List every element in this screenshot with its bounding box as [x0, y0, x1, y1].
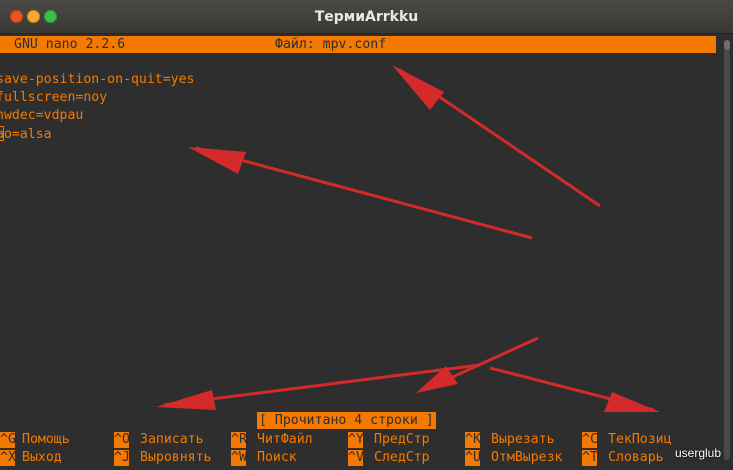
minimize-button[interactable]: [27, 10, 40, 23]
shortcut-label: ТекПозиц: [608, 432, 672, 447]
scrollbar-thumb[interactable]: [724, 40, 730, 50]
shortcut-label: СледСтр: [374, 450, 430, 465]
maximize-button[interactable]: [44, 10, 57, 23]
shortcut-key: ^K: [465, 432, 480, 448]
status-message: [ Прочитано 4 строки ]: [257, 412, 436, 429]
shortcut-label: ПредСтр: [374, 432, 430, 447]
shortcut-label: Выровнять: [140, 450, 212, 465]
terminal-area[interactable]: GNU nano 2.2.6 Файл: mpv.conf save-posit…: [0, 34, 733, 470]
shortcut-label: Вырезать: [491, 432, 555, 447]
shortcut-label: ОтмВырезк: [491, 450, 563, 465]
window-title: ТермиArrkku: [314, 9, 419, 25]
editor-line-text: ao=alsa: [0, 127, 52, 142]
shortcut-key: ^G: [0, 432, 15, 448]
shortcut-label: Поиск: [257, 450, 297, 465]
watermark: userglub: [674, 446, 721, 460]
shortcut-label: Словарь: [608, 450, 664, 465]
close-button[interactable]: [10, 10, 23, 23]
shortcut-key: ^Y: [348, 432, 363, 448]
nano-version: GNU nano 2.2.6: [14, 37, 126, 52]
editor-line[interactable]: fullscreen=noy: [0, 90, 108, 105]
title-bar[interactable]: ТермиArrkku: [0, 0, 733, 34]
shortcut-key: ^J: [114, 450, 129, 466]
shortcut-label: Записать: [140, 432, 204, 447]
scrollbar[interactable]: [724, 40, 730, 460]
editor-line-current[interactable]: ao=alsa: [0, 126, 52, 142]
shortcut-key: ^T: [582, 450, 597, 466]
shortcut-key: ^C: [582, 432, 597, 448]
shortcut-label: Выход: [22, 450, 62, 465]
shortcut-key: ^X: [0, 450, 15, 466]
file-name-label: Файл: mpv.conf: [275, 37, 387, 52]
editor-line[interactable]: save-position-on-quit=yes: [0, 72, 195, 87]
editor-line[interactable]: hwdec=vdpau: [0, 108, 84, 123]
shortcut-key: ^R: [231, 432, 246, 448]
shortcut-label: ЧитФайл: [257, 432, 313, 447]
shortcut-key: ^V: [348, 450, 363, 466]
shortcut-label: Помощь: [22, 432, 70, 447]
shortcut-key: ^W: [231, 450, 246, 466]
shortcut-key: ^U: [465, 450, 480, 466]
text-cursor: [0, 126, 4, 141]
shortcut-key: ^O: [114, 432, 129, 448]
nano-header-bar: GNU nano 2.2.6 Файл: mpv.conf: [0, 36, 716, 53]
